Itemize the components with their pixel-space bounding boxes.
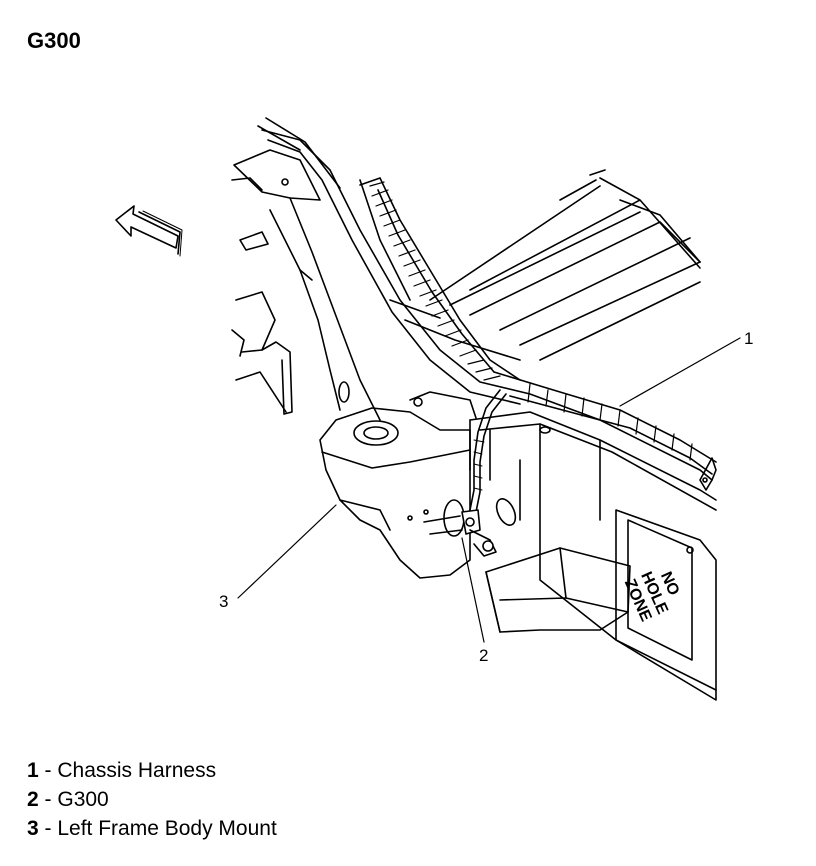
- legend-item-2: 2 - G300: [27, 785, 277, 814]
- legend-item-1: 1 - Chassis Harness: [27, 756, 277, 785]
- no-hole-zone-label: NO HOLE ZONE: [621, 569, 682, 624]
- callout-1: 1: [744, 329, 753, 348]
- legend-item-3: 3 - Left Frame Body Mount: [27, 814, 277, 843]
- callout-2: 2: [479, 646, 488, 665]
- forward-arrow-icon: [115, 205, 183, 257]
- crossmember-bracket: [485, 509, 717, 701]
- legend-separator: -: [38, 759, 58, 782]
- legend-label: Left Frame Body Mount: [57, 817, 277, 840]
- frame-diagram: NO HOLE ZONE 1 2 3: [115, 117, 753, 701]
- leader-lines: [237, 337, 741, 643]
- legend-separator: -: [38, 817, 58, 840]
- legend-label: Chassis Harness: [57, 759, 217, 782]
- callout-3: 3: [219, 592, 228, 611]
- legend-number: 3: [27, 817, 39, 840]
- legend-number: 2: [27, 788, 39, 811]
- legend-label: G300: [57, 788, 109, 811]
- page-title: G300: [27, 28, 81, 53]
- left-bracket: [231, 117, 341, 415]
- legend: 1 - Chassis Harness 2 - G300 3 - Left Fr…: [27, 756, 277, 843]
- legend-separator: -: [38, 788, 58, 811]
- chassis-harness: [359, 177, 717, 513]
- ground-g300: [423, 509, 497, 557]
- body-mount: [319, 391, 477, 579]
- legend-number: 1: [27, 759, 39, 782]
- floor-pan: [429, 169, 701, 361]
